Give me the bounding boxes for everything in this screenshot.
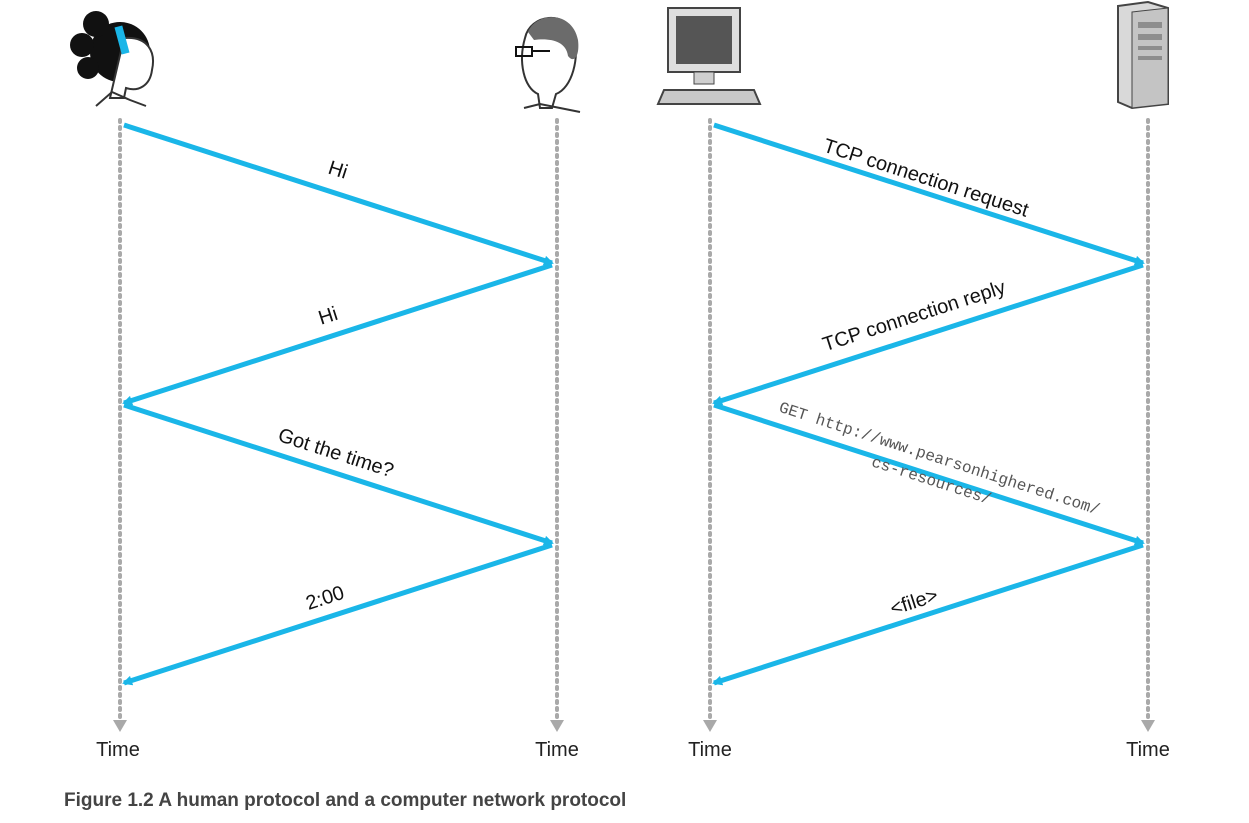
server-tower-icon: [1117, 0, 1169, 110]
msg-hi-2: Hi: [316, 303, 341, 330]
time-label-woman: Time: [96, 739, 140, 761]
figure-caption: Figure 1.2 A human protocol and a comput…: [64, 790, 627, 811]
time-label-man: Time: [535, 739, 579, 761]
woman-icon: [70, 11, 154, 107]
msg-hi-1: Hi: [325, 157, 350, 184]
time-label-server: Time: [1126, 739, 1170, 761]
arrow-2-00: [122, 542, 553, 686]
timeline-woman: [113, 118, 127, 732]
arrow-got-the-time: [123, 402, 554, 546]
man-icon: [515, 17, 581, 113]
arrow-hi-request: [123, 122, 554, 266]
arrow-get-request: [713, 402, 1145, 546]
timeline-server: [1141, 118, 1155, 732]
msg-get-url-line1: GET http://www.pearsonhighered.com/: [777, 399, 1102, 519]
arrow-hi-reply: [122, 262, 553, 406]
time-label-client: Time: [688, 739, 732, 761]
msg-tcp-request: TCP connection request: [821, 135, 1032, 222]
desktop-computer-icon: [656, 7, 762, 105]
arrow-file-reply: [712, 542, 1144, 686]
arrow-tcp-reply: [712, 262, 1144, 406]
arrow-tcp-request: [713, 122, 1145, 266]
timeline-man: [550, 118, 564, 732]
msg-2-00: 2:00: [303, 582, 347, 615]
timeline-client: [703, 118, 717, 732]
